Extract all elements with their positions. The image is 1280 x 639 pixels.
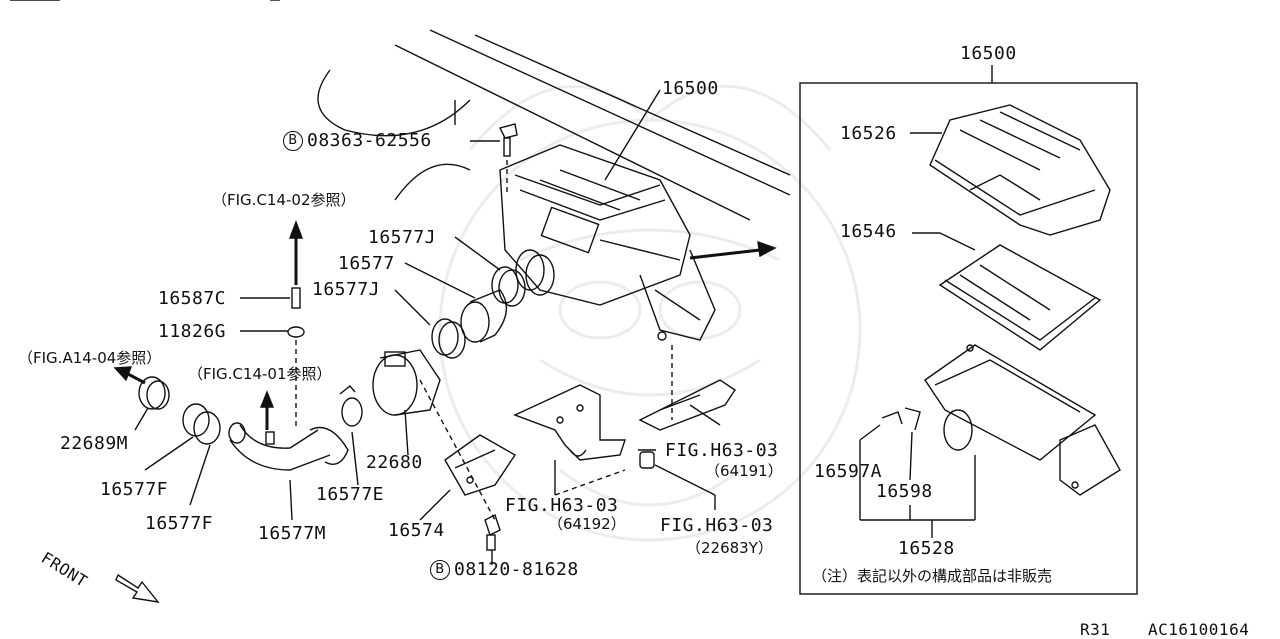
part-label-16526: 16526 [840,123,897,144]
part-label-16500-main: 16500 [662,78,719,99]
part-label-16500-box: 16500 [960,43,1017,64]
footer-code: AC16100164 [1148,620,1250,639]
part-label-16587c: 16587C [158,288,227,309]
arrow-left-icon [113,366,146,385]
part-label-16577f-a: 16577F [100,479,169,500]
footer-model: R31 [1080,620,1111,639]
bracket-64191 [638,379,736,431]
fig-ref-h63-03-a-code: （64191） [705,462,783,480]
bolt-code-top: B 08363-62556 [283,131,432,151]
part-label-16577f-b: 16577F [145,513,214,534]
bolt-b-icon: B [430,560,450,580]
bolt-top [498,123,518,157]
part-label-16577e: 16577E [316,484,385,505]
filter-element-16546 [938,244,1102,351]
fig-ref-h63-03-b[interactable]: FIG.H63-03 [505,495,619,516]
airflow-meter [372,349,441,416]
fig-ref-h63-03-c[interactable]: FIG.H63-03 [660,515,774,536]
upper-cover-16526 [929,104,1111,236]
fig-ref-h63-03-c-code: （22683Y） [686,539,773,557]
part-label-16597a: 16597A [814,461,883,482]
hose-16577m [228,422,349,471]
bracket-16574 [444,434,516,496]
lower-case-16528 [924,344,1121,496]
exploded-view-box [799,82,1138,595]
part-label-16546: 16546 [840,221,897,242]
bolt-part-number: 08363-62556 [307,130,432,151]
part-label-16598: 16598 [876,481,933,502]
watermark-emblem [438,84,862,542]
part-label-22680: 22680 [366,452,423,473]
arrow-up-icon [288,220,304,285]
arrow-right-icon [689,240,777,260]
fig-ref-h63-03-b-code: （64192） [548,515,626,533]
part-label-16577j-mid: 16577J [312,279,381,300]
front-arrow-icon [115,573,160,603]
part-label-16577j-top: 16577J [368,227,437,248]
bolt-b-icon: B [283,131,303,151]
part-label-16577m: 16577M [258,523,327,544]
note-not-sold: （注）表記以外の構成部品は非販売 [812,567,1053,585]
grommet-22683y [638,449,656,469]
fig-ref-h63-03-a[interactable]: FIG.H63-03 [665,440,779,461]
part-label-22689m: 22689M [60,433,129,454]
bracket-64192 [513,384,626,461]
part-label-16528: 16528 [898,538,955,559]
arrow-up-icon [259,390,275,430]
air-cleaner-assembly [499,144,716,341]
bolt-part-number: 08120-81628 [454,559,579,580]
fig-ref-c14-01[interactable]: （FIG.C14-01参照） [188,365,332,383]
bolt-code-bottom: B 08120-81628 [430,560,579,580]
part-label-16577: 16577 [338,253,395,274]
part-label-16574: 16574 [388,520,445,541]
fig-ref-a14-04[interactable]: （FIG.A14-04参照） [18,349,162,367]
duct-16577 [460,289,508,343]
fig-ref-c14-02[interactable]: （FIG.C14-02参照） [212,191,356,209]
part-label-11826g: 11826G [158,321,227,342]
